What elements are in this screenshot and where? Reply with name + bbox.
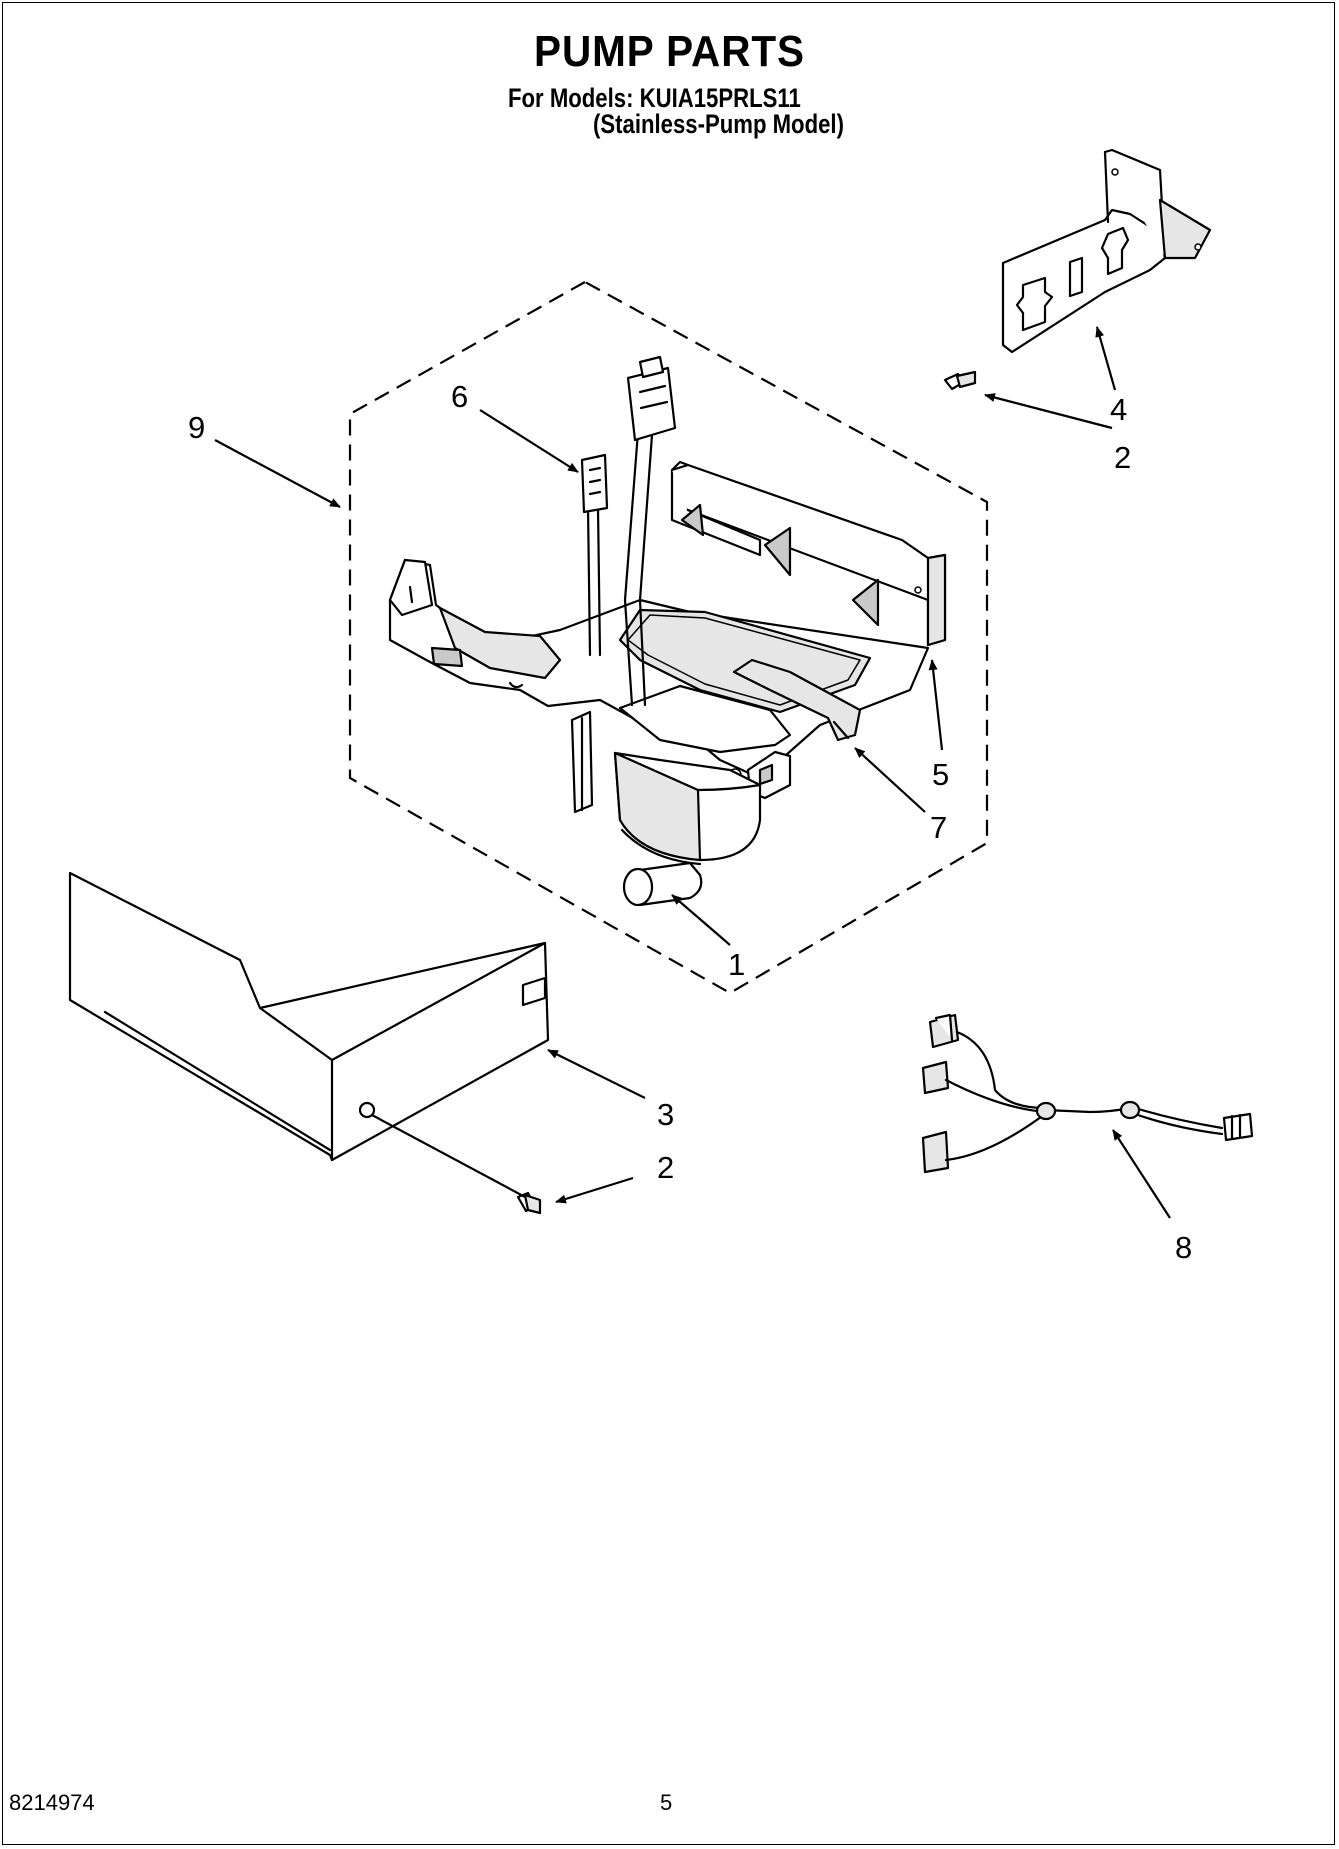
callout-1: 1 <box>728 947 745 982</box>
pump-strap <box>732 658 862 742</box>
callout-2-lower: 2 <box>657 1150 674 1185</box>
document-part-number: 8214974 <box>9 1790 95 1815</box>
callout-8: 8 <box>1175 1230 1192 1265</box>
front-cover-panel <box>68 871 550 1162</box>
screw-upper <box>943 370 977 391</box>
callout-6: 6 <box>451 379 468 414</box>
model-type: (Stainless-Pump Model) <box>593 109 844 139</box>
pump-wire-connectors <box>580 355 677 707</box>
page-title: PUMP PARTS <box>534 27 805 76</box>
callout-9: 9 <box>188 410 205 445</box>
models-line: For Models: KUIA15PRLS11 <box>508 83 801 113</box>
screw-lower <box>516 1191 542 1215</box>
assembly-boundary-dashed <box>348 280 989 995</box>
callout-leaders <box>214 326 1171 1219</box>
callout-7: 7 <box>930 810 947 845</box>
pump-top-cover <box>618 684 792 754</box>
callout-2-upper: 2 <box>1114 440 1131 475</box>
mounting-bracket <box>1001 148 1212 354</box>
callout-4: 4 <box>1110 392 1127 427</box>
wire-harness <box>921 1013 1254 1174</box>
callout-3: 3 <box>657 1097 674 1132</box>
pump-body <box>570 710 762 907</box>
pump-bracket <box>388 460 947 800</box>
page-number: 5 <box>660 1790 673 1815</box>
callout-5: 5 <box>932 757 949 792</box>
